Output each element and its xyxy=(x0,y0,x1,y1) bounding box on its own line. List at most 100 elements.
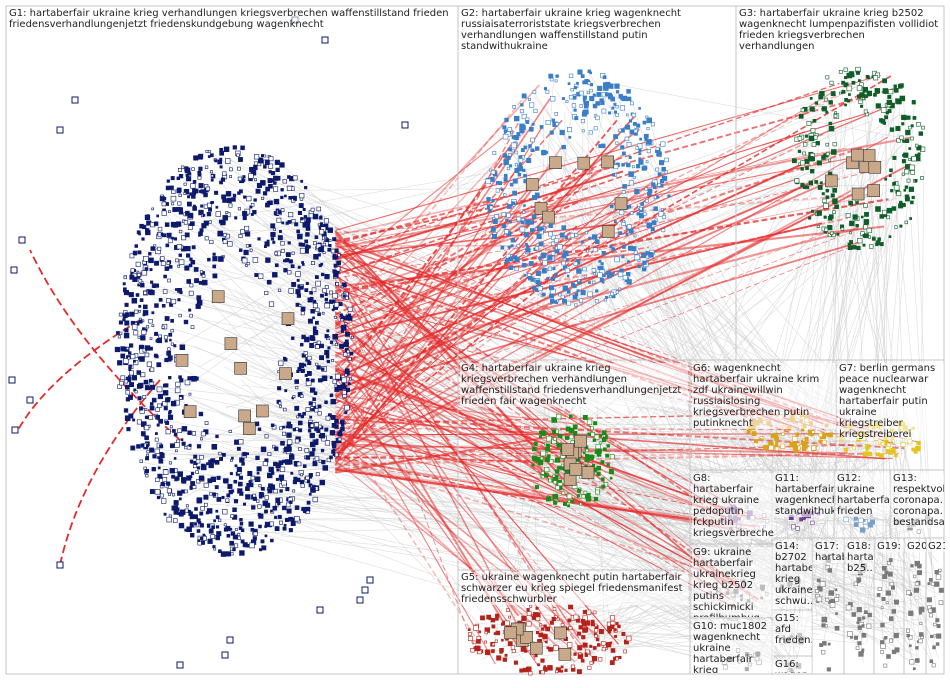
node xyxy=(318,313,321,316)
node xyxy=(907,634,910,637)
node xyxy=(582,130,584,132)
node xyxy=(841,228,844,231)
node xyxy=(939,588,943,592)
node xyxy=(508,642,512,646)
node xyxy=(179,523,184,528)
node xyxy=(782,432,785,435)
node xyxy=(930,635,933,638)
node xyxy=(584,104,588,108)
group-label-g14: G14: b2702 hartabe… krieg ukraine schwu… xyxy=(774,541,812,607)
node xyxy=(229,204,232,207)
node xyxy=(827,668,831,672)
node xyxy=(864,611,867,614)
node xyxy=(565,236,568,239)
node xyxy=(146,474,149,477)
node xyxy=(634,235,636,237)
node xyxy=(529,672,533,676)
node xyxy=(191,472,194,475)
node xyxy=(270,539,273,542)
node xyxy=(532,123,534,125)
node xyxy=(601,263,604,266)
node xyxy=(155,449,160,454)
node xyxy=(895,454,898,457)
node xyxy=(171,401,176,406)
avatar xyxy=(554,627,566,639)
node xyxy=(195,508,198,511)
node xyxy=(288,212,293,217)
node xyxy=(157,215,159,217)
node xyxy=(643,213,646,216)
node xyxy=(149,258,154,263)
node xyxy=(645,199,648,202)
avatar xyxy=(868,185,880,197)
node xyxy=(178,288,182,292)
node xyxy=(189,444,192,447)
node xyxy=(325,334,329,338)
node xyxy=(127,427,131,431)
node xyxy=(610,616,614,620)
node xyxy=(207,258,210,261)
node xyxy=(308,319,312,323)
node xyxy=(197,296,201,300)
node xyxy=(496,631,500,635)
avatar xyxy=(562,444,574,456)
node xyxy=(277,218,281,222)
avatar xyxy=(582,467,594,479)
node xyxy=(775,437,779,441)
node xyxy=(134,310,138,314)
node xyxy=(133,360,135,362)
node xyxy=(258,274,263,279)
node xyxy=(215,160,217,162)
node xyxy=(128,352,131,355)
node xyxy=(198,542,202,546)
node xyxy=(178,265,180,267)
node xyxy=(829,101,833,105)
node xyxy=(194,279,198,283)
node xyxy=(540,457,543,460)
node xyxy=(616,91,619,94)
node xyxy=(130,312,134,316)
node xyxy=(289,196,292,199)
node xyxy=(835,597,839,601)
node xyxy=(539,633,543,637)
node xyxy=(815,102,818,105)
node xyxy=(167,262,170,265)
node xyxy=(138,251,141,254)
node xyxy=(130,371,134,375)
node xyxy=(275,252,278,255)
node xyxy=(591,623,595,627)
node xyxy=(141,373,145,377)
node xyxy=(163,197,166,200)
node xyxy=(505,260,508,263)
node xyxy=(868,452,872,456)
node xyxy=(496,189,500,193)
node xyxy=(282,426,284,428)
node xyxy=(557,300,559,302)
node xyxy=(182,442,186,446)
node xyxy=(210,171,212,173)
node xyxy=(217,476,221,480)
node xyxy=(909,645,911,647)
node xyxy=(935,570,939,574)
node xyxy=(561,295,564,298)
node xyxy=(282,222,284,224)
node xyxy=(524,174,527,177)
node xyxy=(170,444,174,448)
node xyxy=(562,97,564,99)
node xyxy=(219,457,222,460)
node xyxy=(322,312,324,314)
node xyxy=(542,269,546,273)
node xyxy=(319,425,322,428)
node xyxy=(500,651,503,654)
node xyxy=(534,109,538,113)
node xyxy=(578,646,583,651)
node xyxy=(622,632,625,635)
node xyxy=(639,153,641,155)
node xyxy=(518,173,521,176)
node xyxy=(152,312,154,314)
node xyxy=(169,515,171,517)
node xyxy=(894,600,898,604)
node xyxy=(211,179,213,181)
node xyxy=(316,363,319,366)
node xyxy=(515,267,519,271)
